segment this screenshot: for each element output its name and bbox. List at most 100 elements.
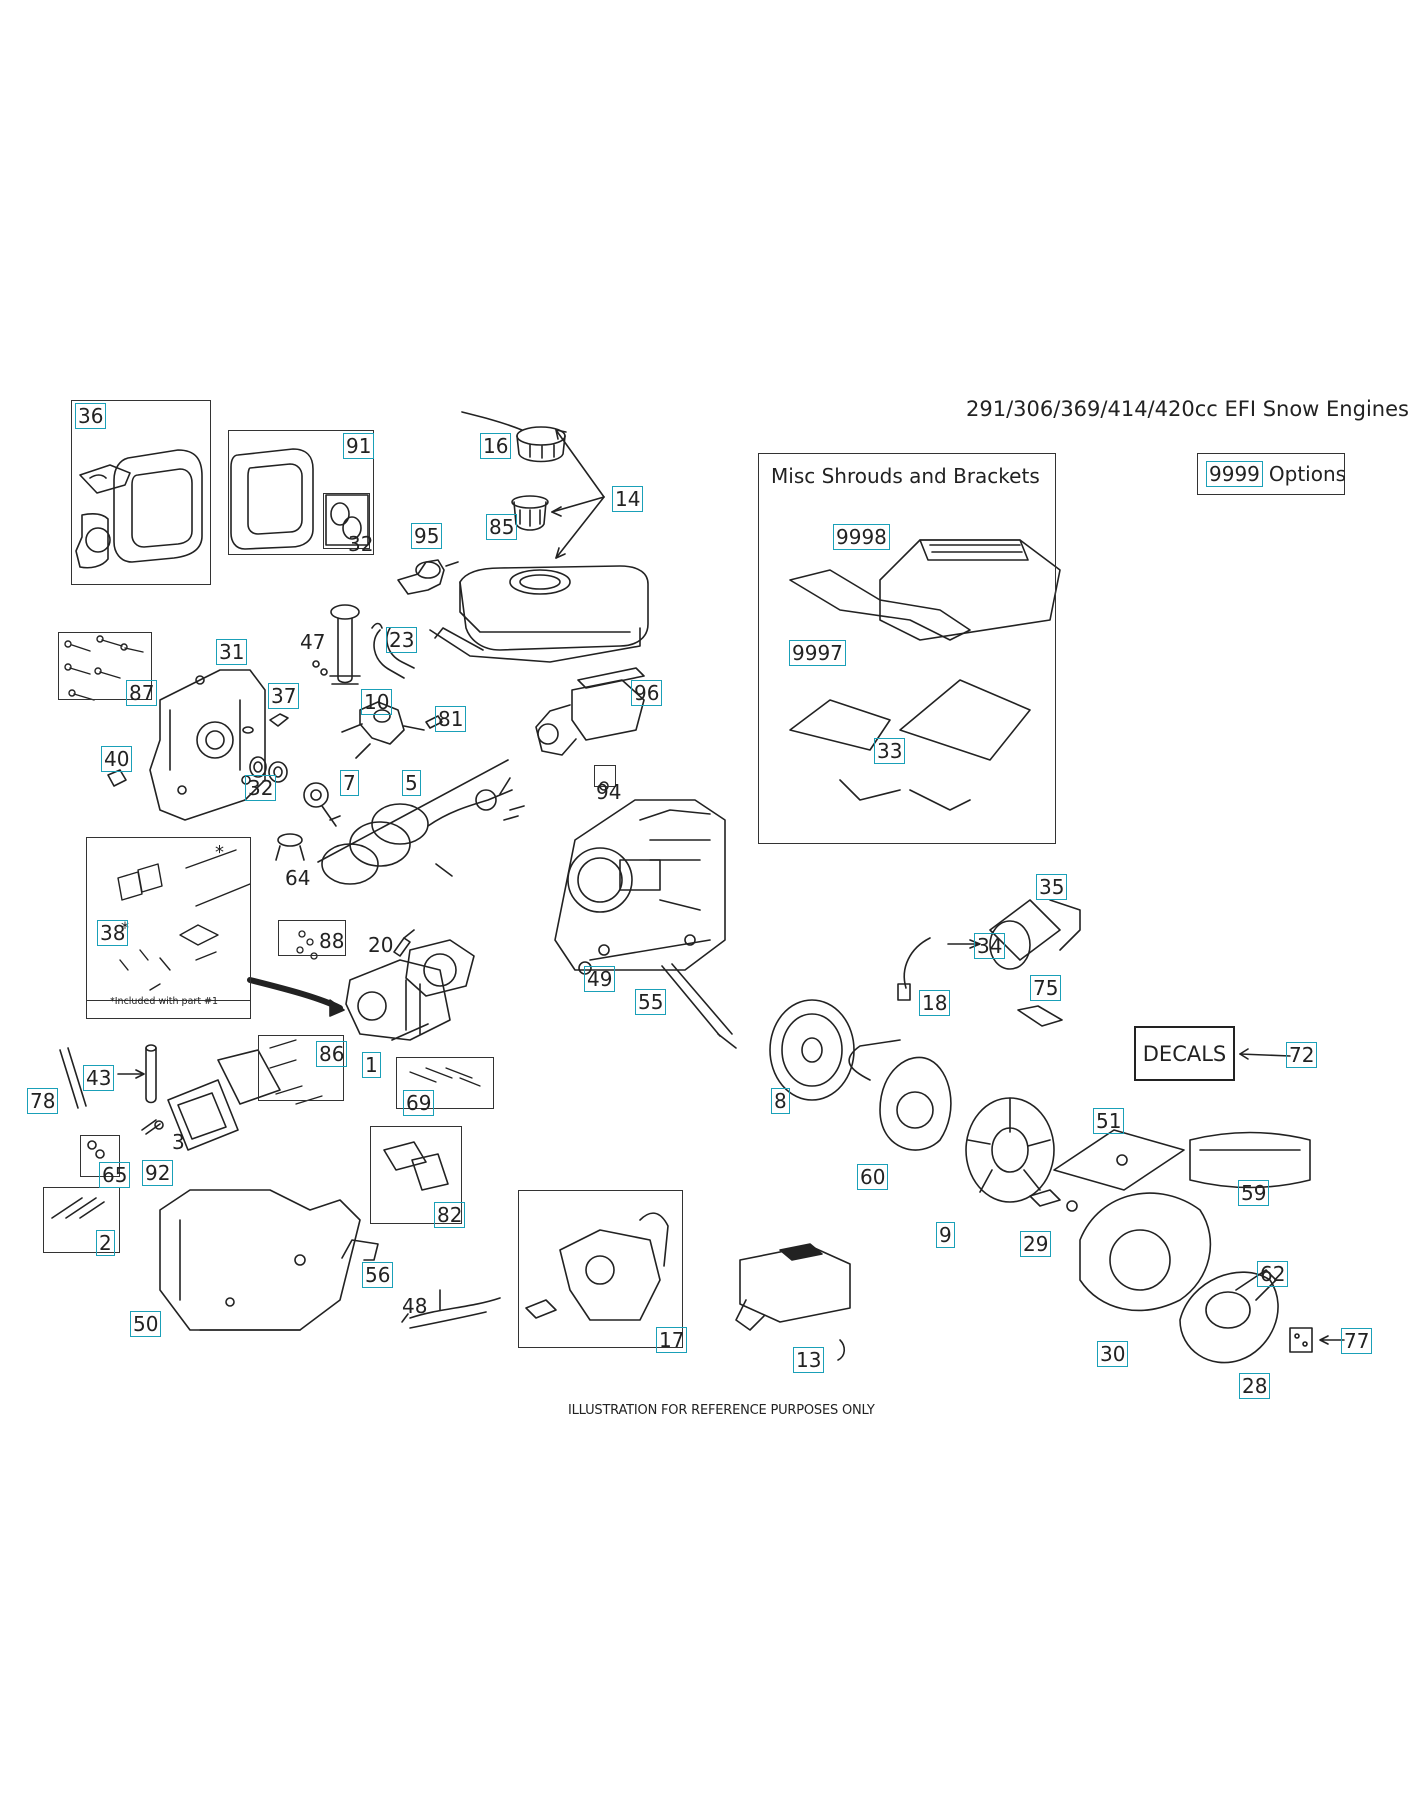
- callout-5[interactable]: 5: [402, 770, 421, 796]
- callout-31[interactable]: 31: [216, 639, 248, 665]
- callout-20: 20: [368, 933, 394, 957]
- callout-87[interactable]: 87: [126, 680, 158, 706]
- fuel-tank-illustration: [429, 565, 649, 663]
- callout-1[interactable]: 1: [362, 1052, 381, 1078]
- recoil-starter-illustration: [1179, 1269, 1279, 1364]
- screws-65-illustration: [87, 1140, 105, 1159]
- callout-36[interactable]: 36: [75, 403, 107, 429]
- drain-plug-illustration: [107, 769, 127, 787]
- callout-33[interactable]: 33: [874, 738, 906, 764]
- callout-9997[interactable]: 9997: [789, 640, 846, 666]
- frame-94: [594, 765, 616, 787]
- box38-arrow: [247, 977, 345, 1017]
- callout-18[interactable]: 18: [919, 990, 951, 1016]
- callout-77[interactable]: 77: [1341, 1328, 1373, 1354]
- callout-32b[interactable]: 32: [245, 775, 277, 801]
- starter-96-illustration: [535, 667, 645, 756]
- callout-78[interactable]: 78: [27, 1088, 59, 1114]
- star-mark: *: [215, 842, 224, 863]
- callout-13[interactable]: 13: [793, 1347, 825, 1373]
- included-note: *Included with part #1: [110, 996, 219, 1007]
- page-title: 291/306/369/414/420cc EFI Snow Engines: [966, 397, 1409, 421]
- callout-48: 48: [402, 1294, 428, 1318]
- bearing-32-illustration: [249, 756, 288, 783]
- callout-60[interactable]: 60: [857, 1164, 889, 1190]
- callout-62[interactable]: 62: [1257, 1261, 1289, 1287]
- breather-tube-illustration: [117, 1044, 157, 1104]
- callout-49[interactable]: 49: [584, 966, 616, 992]
- callout-96[interactable]: 96: [631, 680, 663, 706]
- callout-32a: 32: [348, 532, 374, 556]
- callout-37[interactable]: 37: [268, 683, 300, 709]
- callout-34[interactable]: 34: [974, 933, 1006, 959]
- callout-16[interactable]: 16: [480, 433, 512, 459]
- callout-35[interactable]: 35: [1036, 874, 1068, 900]
- callout-23[interactable]: 23: [386, 627, 418, 653]
- callout-9998[interactable]: 9998: [833, 524, 890, 550]
- callout-59[interactable]: 59: [1238, 1180, 1270, 1206]
- callout-65[interactable]: 65: [99, 1162, 131, 1188]
- callout-47: 47: [300, 630, 326, 654]
- callout-43[interactable]: 43: [83, 1065, 115, 1091]
- bolt-set-87-illustration: [64, 635, 144, 701]
- callout-69[interactable]: 69: [403, 1090, 435, 1116]
- callout-75[interactable]: 75: [1030, 975, 1062, 1001]
- callout-38[interactable]: 38: [97, 920, 129, 946]
- wrench-78-illustration: [59, 1047, 87, 1109]
- callout-81[interactable]: 81: [435, 706, 467, 732]
- frame-86: [258, 1035, 344, 1101]
- bracket-2-illustration: [51, 1197, 105, 1219]
- clip-56-illustration: [341, 1239, 379, 1261]
- frame-misc-shrouds: [758, 453, 1056, 844]
- callout-10[interactable]: 10: [361, 689, 393, 715]
- callout-72[interactable]: 72: [1286, 1042, 1318, 1068]
- callout-85[interactable]: 85: [486, 514, 518, 540]
- options-box[interactable]: 9999 Options: [1197, 453, 1346, 495]
- key-81-illustration: [425, 715, 443, 729]
- callout-56[interactable]: 56: [362, 1262, 394, 1288]
- callout-8[interactable]: 8: [771, 1088, 790, 1114]
- decals-label: DECALS: [1142, 1041, 1227, 1066]
- cam-gear-illustration: [303, 782, 341, 827]
- frame-36: [71, 400, 211, 585]
- callout-55[interactable]: 55: [635, 989, 667, 1015]
- callout-40[interactable]: 40: [101, 746, 133, 772]
- callout-92[interactable]: 92: [142, 1160, 174, 1186]
- callout-29[interactable]: 29: [1020, 1231, 1052, 1257]
- fuel-hose-illustration: [371, 622, 415, 679]
- callout-51[interactable]: 51: [1093, 1108, 1125, 1134]
- fan-housing-illustration: [1079, 1192, 1212, 1312]
- callout-82[interactable]: 82: [434, 1202, 466, 1228]
- callout-50[interactable]: 50: [130, 1311, 162, 1337]
- bracket-9997-illustration: [789, 569, 971, 641]
- callout-95[interactable]: 95: [411, 523, 443, 549]
- callout-28[interactable]: 28: [1239, 1373, 1271, 1399]
- frame-69: [396, 1057, 494, 1109]
- frame-38-note: [86, 1000, 251, 1019]
- frame-87: [58, 632, 152, 700]
- footer-note: ILLUSTRATION FOR REFERENCE PURPOSES ONLY: [568, 1403, 875, 1418]
- callout-30[interactable]: 30: [1097, 1341, 1129, 1367]
- spark-plug-illustration: [393, 929, 415, 957]
- misc-shrouds-title: Misc Shrouds and Brackets: [771, 464, 1040, 488]
- callout-9[interactable]: 9: [936, 1222, 955, 1248]
- fuel-strainer-illustration: [511, 495, 549, 531]
- throttle-body-17-illustration: [525, 1212, 669, 1321]
- frame-88: [278, 920, 346, 956]
- callout-17[interactable]: 17: [656, 1327, 688, 1353]
- callout-91[interactable]: 91: [343, 433, 375, 459]
- callout-86[interactable]: 86: [316, 1041, 348, 1067]
- frame-2: [43, 1187, 120, 1253]
- callout-88: 88: [319, 929, 345, 953]
- decals-box[interactable]: DECALS: [1134, 1026, 1235, 1081]
- callout-94: 94: [596, 780, 622, 804]
- callout-14[interactable]: 14: [612, 486, 644, 512]
- callout-2[interactable]: 2: [96, 1230, 115, 1256]
- wire-harness-48-illustration: [401, 1289, 501, 1329]
- decals-arrow: [1239, 1048, 1291, 1060]
- cylinder-head-illustration: [345, 939, 475, 1041]
- options-number: 9999: [1206, 461, 1263, 487]
- stator-illustration: [848, 1039, 952, 1151]
- frame-32-inner: [323, 493, 370, 549]
- callout-7[interactable]: 7: [340, 770, 359, 796]
